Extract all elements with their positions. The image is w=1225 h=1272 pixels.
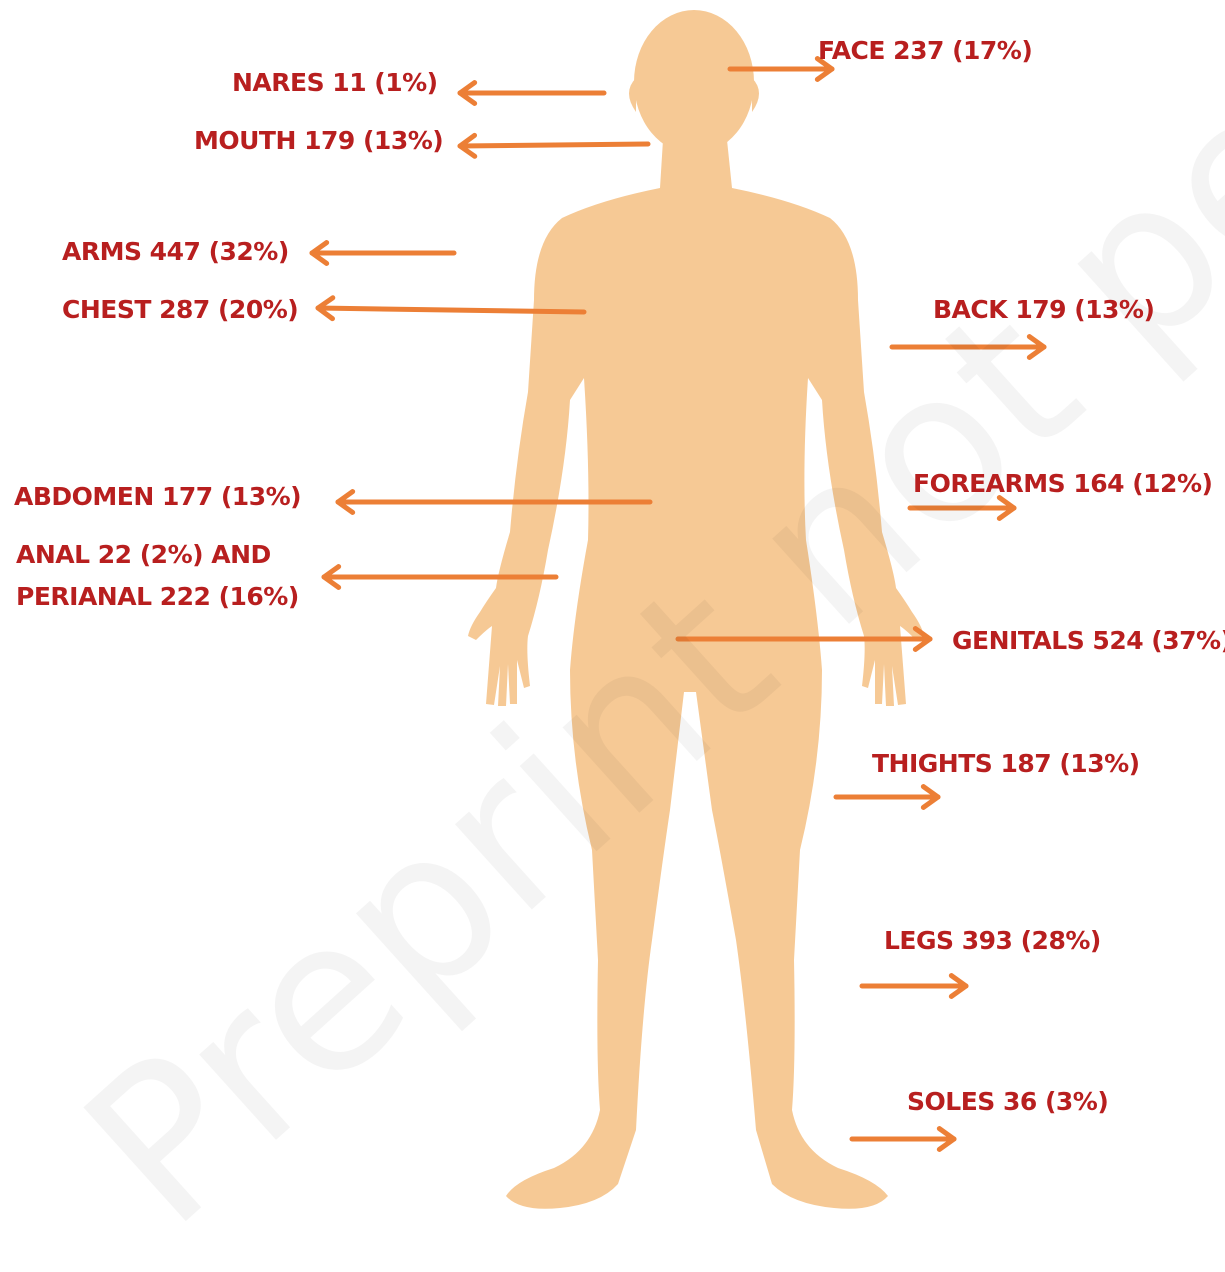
label-abdomen: ABDOMEN 177 (13%) — [14, 484, 301, 509]
body-map-diagram: Preprint not peer re NARES 11 (1%) MOUTH… — [0, 0, 1225, 1225]
arrow-legs — [862, 976, 966, 997]
silhouette-ear-left — [629, 78, 636, 112]
arrow-shaft-mouth — [460, 144, 648, 146]
arrow-soles — [852, 1129, 954, 1150]
label-anal-perianal: ANAL 22 (2%) AND PERIANAL 222 (16%) — [16, 534, 316, 618]
silhouette-ear-right — [752, 78, 759, 112]
label-face: FACE 237 (17%) — [818, 38, 1032, 63]
label-back: BACK 179 (13%) — [933, 297, 1154, 322]
label-mouth: MOUTH 179 (13%) — [194, 128, 443, 153]
arrow-nares — [460, 83, 604, 104]
arrow-thights — [836, 787, 938, 808]
label-genitals: GENITALS 524 (37%) — [952, 628, 1225, 653]
silhouette-head — [634, 10, 754, 154]
label-nares: NARES 11 (1%) — [232, 70, 438, 95]
label-chest: CHEST 287 (20%) — [62, 297, 298, 322]
arrow-mouth — [460, 135, 648, 156]
label-thights: THIGHTS 187 (13%) — [872, 751, 1140, 776]
label-arms: ARMS 447 (32%) — [62, 239, 289, 264]
label-legs: LEGS 393 (28%) — [884, 928, 1101, 953]
label-soles: SOLES 36 (3%) — [907, 1089, 1108, 1114]
arrow-arms — [312, 243, 454, 264]
label-forearms: FOREARMS 164 (12%) — [913, 471, 1212, 496]
